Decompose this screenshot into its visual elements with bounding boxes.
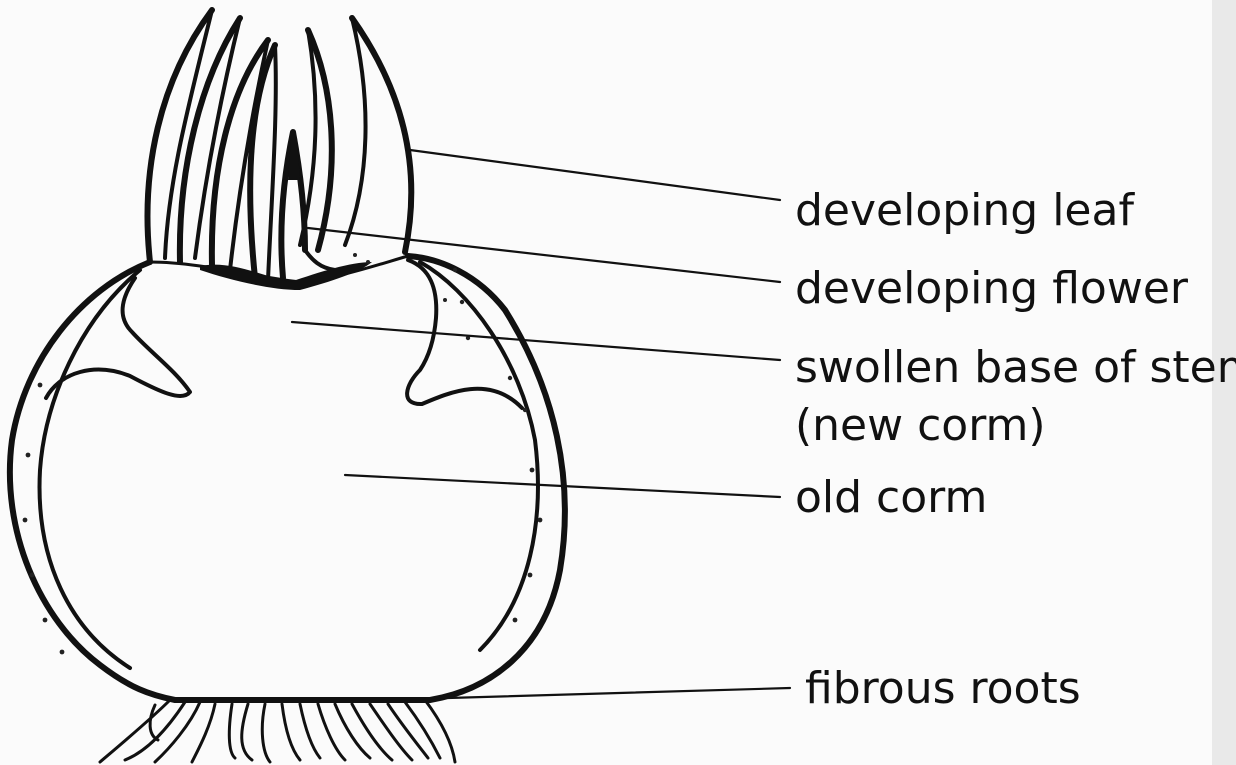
corm-body: [10, 256, 565, 700]
developing-flower: [200, 132, 372, 290]
leader-swollen-base: [292, 322, 780, 360]
label-old-corm: old corm: [795, 472, 987, 523]
corm-inner-outline-left: [40, 270, 140, 668]
leader-developing-leaf: [410, 150, 780, 200]
fibrous-roots: [100, 700, 455, 762]
label-fibrous-roots: fibrous roots: [805, 663, 1081, 714]
label-developing-flower: developing flower: [795, 263, 1189, 314]
leader-fibrous-roots: [448, 688, 790, 698]
new-corm-right-lobe: [407, 260, 522, 408]
label-developing-leaf: developing leaf: [795, 185, 1135, 236]
flower-stalk: [305, 250, 335, 270]
labels: developing leaf developing flower swolle…: [795, 185, 1236, 714]
leader-lines: [292, 150, 790, 698]
leader-developing-flower: [308, 228, 780, 282]
label-swollen-base: swollen base of stem: [795, 342, 1236, 393]
leaf-base-mass: [200, 262, 372, 290]
new-corm-left-lobe: [46, 278, 190, 398]
leaf-4-inner: [268, 45, 276, 280]
label-new-corm: (new corm): [795, 400, 1046, 451]
leaf-6-inner: [345, 18, 366, 245]
